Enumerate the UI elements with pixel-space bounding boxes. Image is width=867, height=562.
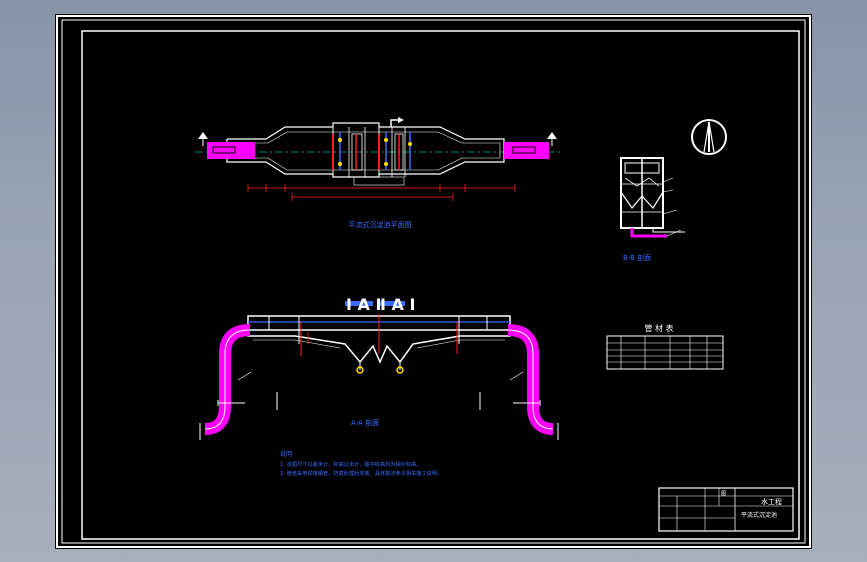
section-bb: B-B 剖面 [620,157,685,262]
section-aa: I A I I A I A-A 剖面 [199,295,559,440]
drawing-border [81,30,800,540]
title-block-drawing-name: 平流式沉淀池 [741,511,777,519]
table-title: 管 材 表 [644,323,673,333]
notes: 说明 1. 本图尺寸以毫米计，标高以米计，图中标高均为相对标高。 2. 管道采用… [280,450,442,477]
svg-text:I A I: I A I [346,295,381,314]
title-block-sheet: 图 [721,491,726,497]
material-table: 管 材 表 [606,323,724,370]
plan-title: 平流式沉淀池平面图 [349,220,412,229]
title-block: 水工程 平流式沉淀池 图 [658,487,794,532]
svg-text:I A I: I A I [380,295,415,314]
north-arrow-icon [691,119,727,155]
cad-drawing: 平流式沉淀池平面图 B-B 剖面 I A I I A I [56,15,811,548]
section-aa-label: A-A 剖面 [351,418,379,427]
note-1: 1. 本图尺寸以毫米计，标高以米计，图中标高均为相对标高。 [280,460,421,468]
plan-view: 平流式沉淀池平面图 [195,117,560,229]
notes-heading: 说明 [280,450,292,458]
section-bb-label: B-B 剖面 [623,253,651,262]
outer-frame [56,15,811,548]
outer-frame-inner [61,19,806,544]
note-2: 2. 管道采用焊接钢管，防腐处理后安装，具体做法参见相关施工说明。 [280,469,442,477]
cad-drawing-canvas[interactable]: 平流式沉淀池平面图 B-B 剖面 I A I I A I [55,14,812,549]
title-block-project: 水工程 [761,497,782,506]
